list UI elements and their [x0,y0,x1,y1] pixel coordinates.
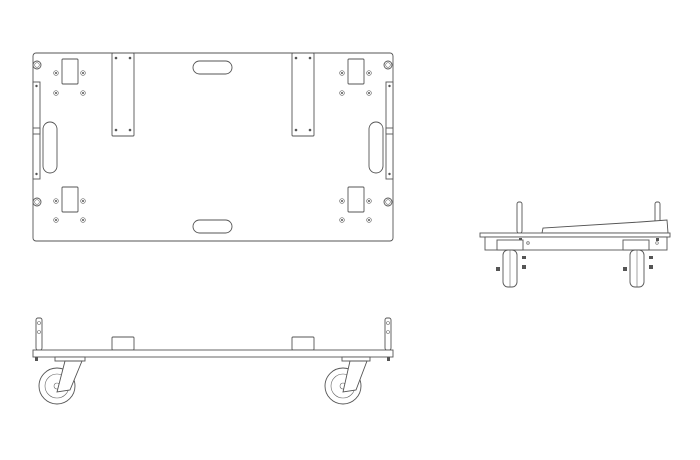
block-left [111,336,135,351]
rail-rivet [35,172,38,176]
end-plate [479,232,671,238]
caster-pockets [61,58,365,213]
end-view [479,201,671,288]
handle-slot-left [42,121,58,174]
dolly-plate [32,52,394,242]
corner-bolts [32,60,393,207]
handle-slot-top [192,60,233,75]
end-caster-right [622,239,653,288]
screw-center [55,219,57,221]
handle-slot-bottom [192,219,233,234]
screw-center [368,72,370,74]
end-caster-left [496,239,526,288]
side-caster-left [38,356,86,405]
mount-bar-right [291,52,315,137]
rail-tab-right [385,127,394,135]
end-post-left [516,201,523,234]
rail-rivet [388,84,391,88]
ramp [541,219,669,234]
rail-tab-left [32,127,41,135]
screw-center [82,200,84,202]
screw-center [341,92,343,94]
handle-slot-right [368,121,384,174]
bar-rivets [114,56,312,132]
screw-center [82,92,84,94]
top-view [32,52,394,242]
screw-center [368,219,370,221]
side-caster-right [324,356,371,405]
end-frame [484,236,668,251]
screw-center [55,200,57,202]
side-post-left [35,317,43,351]
side-plate [32,349,394,358]
screw-center [341,72,343,74]
mount-bar-left [111,52,135,137]
screw-center [368,92,370,94]
side-post-right [384,317,392,351]
screw-center [55,92,57,94]
screw-center [368,200,370,202]
screw-center [55,72,57,74]
screw-center [341,219,343,221]
screw-center [82,219,84,221]
screw-center [82,72,84,74]
caster-screws [53,70,372,223]
rail-rivet [388,172,391,176]
rail-rivet [35,84,38,88]
screw-center [341,200,343,202]
block-right [291,336,315,351]
side-view [32,317,394,405]
